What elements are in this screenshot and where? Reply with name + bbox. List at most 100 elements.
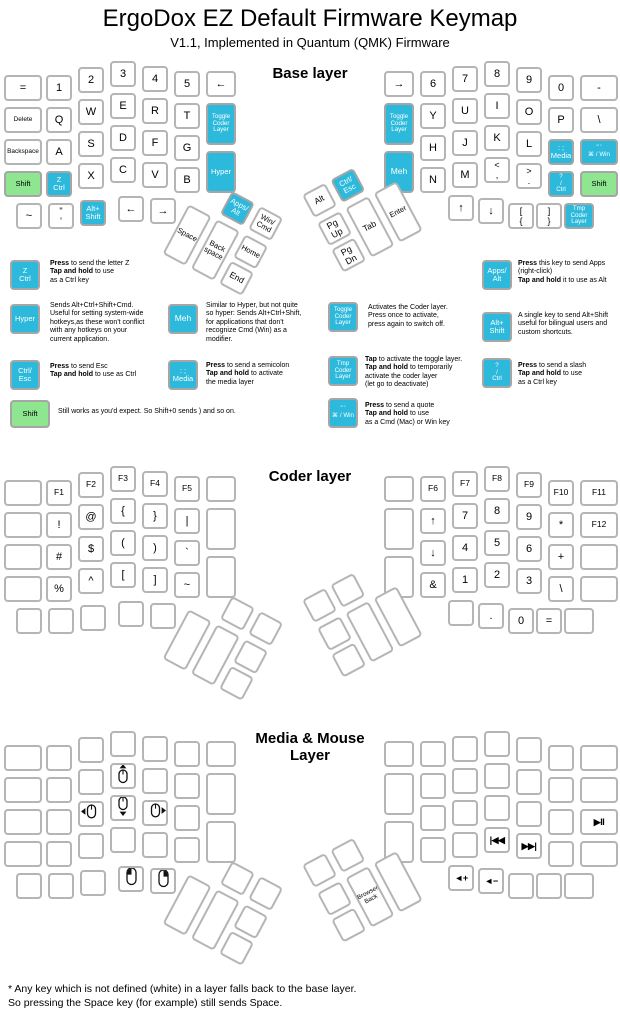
key-base-right-25: ?/Ctrl <box>548 171 574 197</box>
key-coder-left-22: ^ <box>78 568 104 594</box>
key-base-right-11: O <box>516 99 542 125</box>
key-media-left-16 <box>78 801 104 827</box>
key-base-left-4: 4 <box>142 66 168 92</box>
legend-text-1: Sends Alt+Ctrl+Shift+Cmd. Useful for set… <box>50 302 145 343</box>
key-media-right-18 <box>548 809 574 835</box>
legend-key-10: Alt+Shift <box>482 312 512 342</box>
key-media-left-4 <box>142 736 168 762</box>
key-media-left-28 <box>48 873 74 899</box>
key-base-right-24: >. <box>516 163 542 189</box>
key-coder-right-27 <box>448 600 474 626</box>
key-coder-left-9: @ <box>78 504 104 530</box>
key-coder-left-28 <box>48 608 74 634</box>
legend-key-4: Meh <box>168 304 198 334</box>
key-coder-right-30: = <box>536 608 562 634</box>
key-base-right-22: M <box>452 162 478 188</box>
key-coder-right-4: F9 <box>516 472 542 498</box>
key-base-left-30: ← <box>118 196 144 222</box>
mouse-down-icon <box>115 797 131 819</box>
legend-text-4: Similar to Hyper, but not quite so hyper… <box>206 302 302 343</box>
key-media-left-10 <box>110 763 136 789</box>
key-base-right-14: H <box>420 135 446 161</box>
key-coder-right-24: 3 <box>516 568 542 594</box>
key-media-left-1 <box>46 745 72 771</box>
key-media-right-26 <box>580 841 618 867</box>
key-coder-right-10: 8 <box>484 498 510 524</box>
key-base-left-12: T <box>174 103 200 129</box>
key-coder-left-1: F1 <box>46 480 72 506</box>
key-coder-right-3: F8 <box>484 466 510 492</box>
vol-down-icon: ◄− <box>484 875 498 886</box>
key-media-right-11 <box>516 769 542 795</box>
legend-key-5: : ;Media <box>168 360 198 390</box>
key-base-left-23: C <box>110 157 136 183</box>
key-base-left-25: B <box>174 167 200 193</box>
key-base-left-19: G <box>174 135 200 161</box>
key-media-left-19 <box>174 805 200 831</box>
key-base-right-12: P <box>548 107 574 133</box>
key-media-left-27 <box>16 873 42 899</box>
key-coder-left-20 <box>4 576 42 602</box>
key-base-right-28: ↓ <box>478 198 504 224</box>
key-coder-left-31 <box>150 603 176 629</box>
key-media-right-3 <box>484 731 510 757</box>
legend-key-8: " '⌘ / Win <box>328 398 358 428</box>
key-base-right-30: ]} <box>536 203 562 229</box>
key-coder-left-5: F5 <box>174 476 200 502</box>
key-coder-left-2: F2 <box>78 472 104 498</box>
key-media-right-8 <box>420 773 446 799</box>
legend-key-9: Apps/Alt <box>482 260 512 290</box>
key-media-left-5 <box>174 741 200 767</box>
key-coder-left-13 <box>206 508 236 550</box>
key-coder-right-31 <box>564 608 594 634</box>
key-media-right-19: ▶II <box>580 809 618 835</box>
key-base-left-29: Alt+Shift <box>80 200 106 226</box>
key-media-right-27: ◄+ <box>448 865 474 891</box>
key-media-right-12 <box>548 777 574 803</box>
key-base-left-0: = <box>4 75 42 101</box>
key-base-left-20: Shift <box>4 171 42 197</box>
key-coder-right-25: \ <box>548 576 574 602</box>
key-base-left-14: Backspace <box>4 139 42 165</box>
key-coder-left-4: F4 <box>142 471 168 497</box>
key-media-right-13 <box>580 777 618 803</box>
key-base-right-0: → <box>384 71 414 97</box>
key-base-right-9: U <box>452 98 478 124</box>
key-media-right-24: ▶▶| <box>516 833 542 859</box>
key-coder-left-24: ] <box>142 567 168 593</box>
key-base-left-9: W <box>78 99 104 125</box>
layer-title-base: Base layer <box>272 65 348 82</box>
key-base-right-4: 9 <box>516 67 542 93</box>
key-media-left-24 <box>142 832 168 858</box>
key-media-right-16 <box>484 795 510 821</box>
key-base-right-29: [{ <box>508 203 534 229</box>
key-coder-left-23: [ <box>110 562 136 588</box>
page-title: ErgoDox EZ Default Firmware Keymap <box>102 5 518 32</box>
mouse-right-icon <box>145 802 166 824</box>
key-coder-left-0 <box>4 480 42 506</box>
layer-title-coder: Coder layer <box>268 468 352 485</box>
key-base-left-3: 3 <box>110 61 136 87</box>
mouse-up-icon <box>115 765 131 787</box>
key-coder-right-21: & <box>420 572 446 598</box>
key-base-right-27: ↑ <box>448 195 474 221</box>
key-media-right-29 <box>508 873 534 899</box>
key-base-left-24: V <box>142 162 168 188</box>
legend-text-0: Press to send the letter Z Tap and hold … <box>50 260 130 284</box>
key-media-left-11 <box>142 768 168 794</box>
key-base-right-1: 6 <box>420 71 446 97</box>
key-media-right-1 <box>420 741 446 767</box>
key-base-left-15: A <box>46 139 72 165</box>
key-coder-left-7 <box>4 512 42 538</box>
key-media-right-0 <box>384 741 414 767</box>
key-media-right-15 <box>452 800 478 826</box>
key-base-left-10: E <box>110 93 136 119</box>
key-coder-right-0 <box>384 476 414 502</box>
key-media-left-15 <box>46 809 72 835</box>
